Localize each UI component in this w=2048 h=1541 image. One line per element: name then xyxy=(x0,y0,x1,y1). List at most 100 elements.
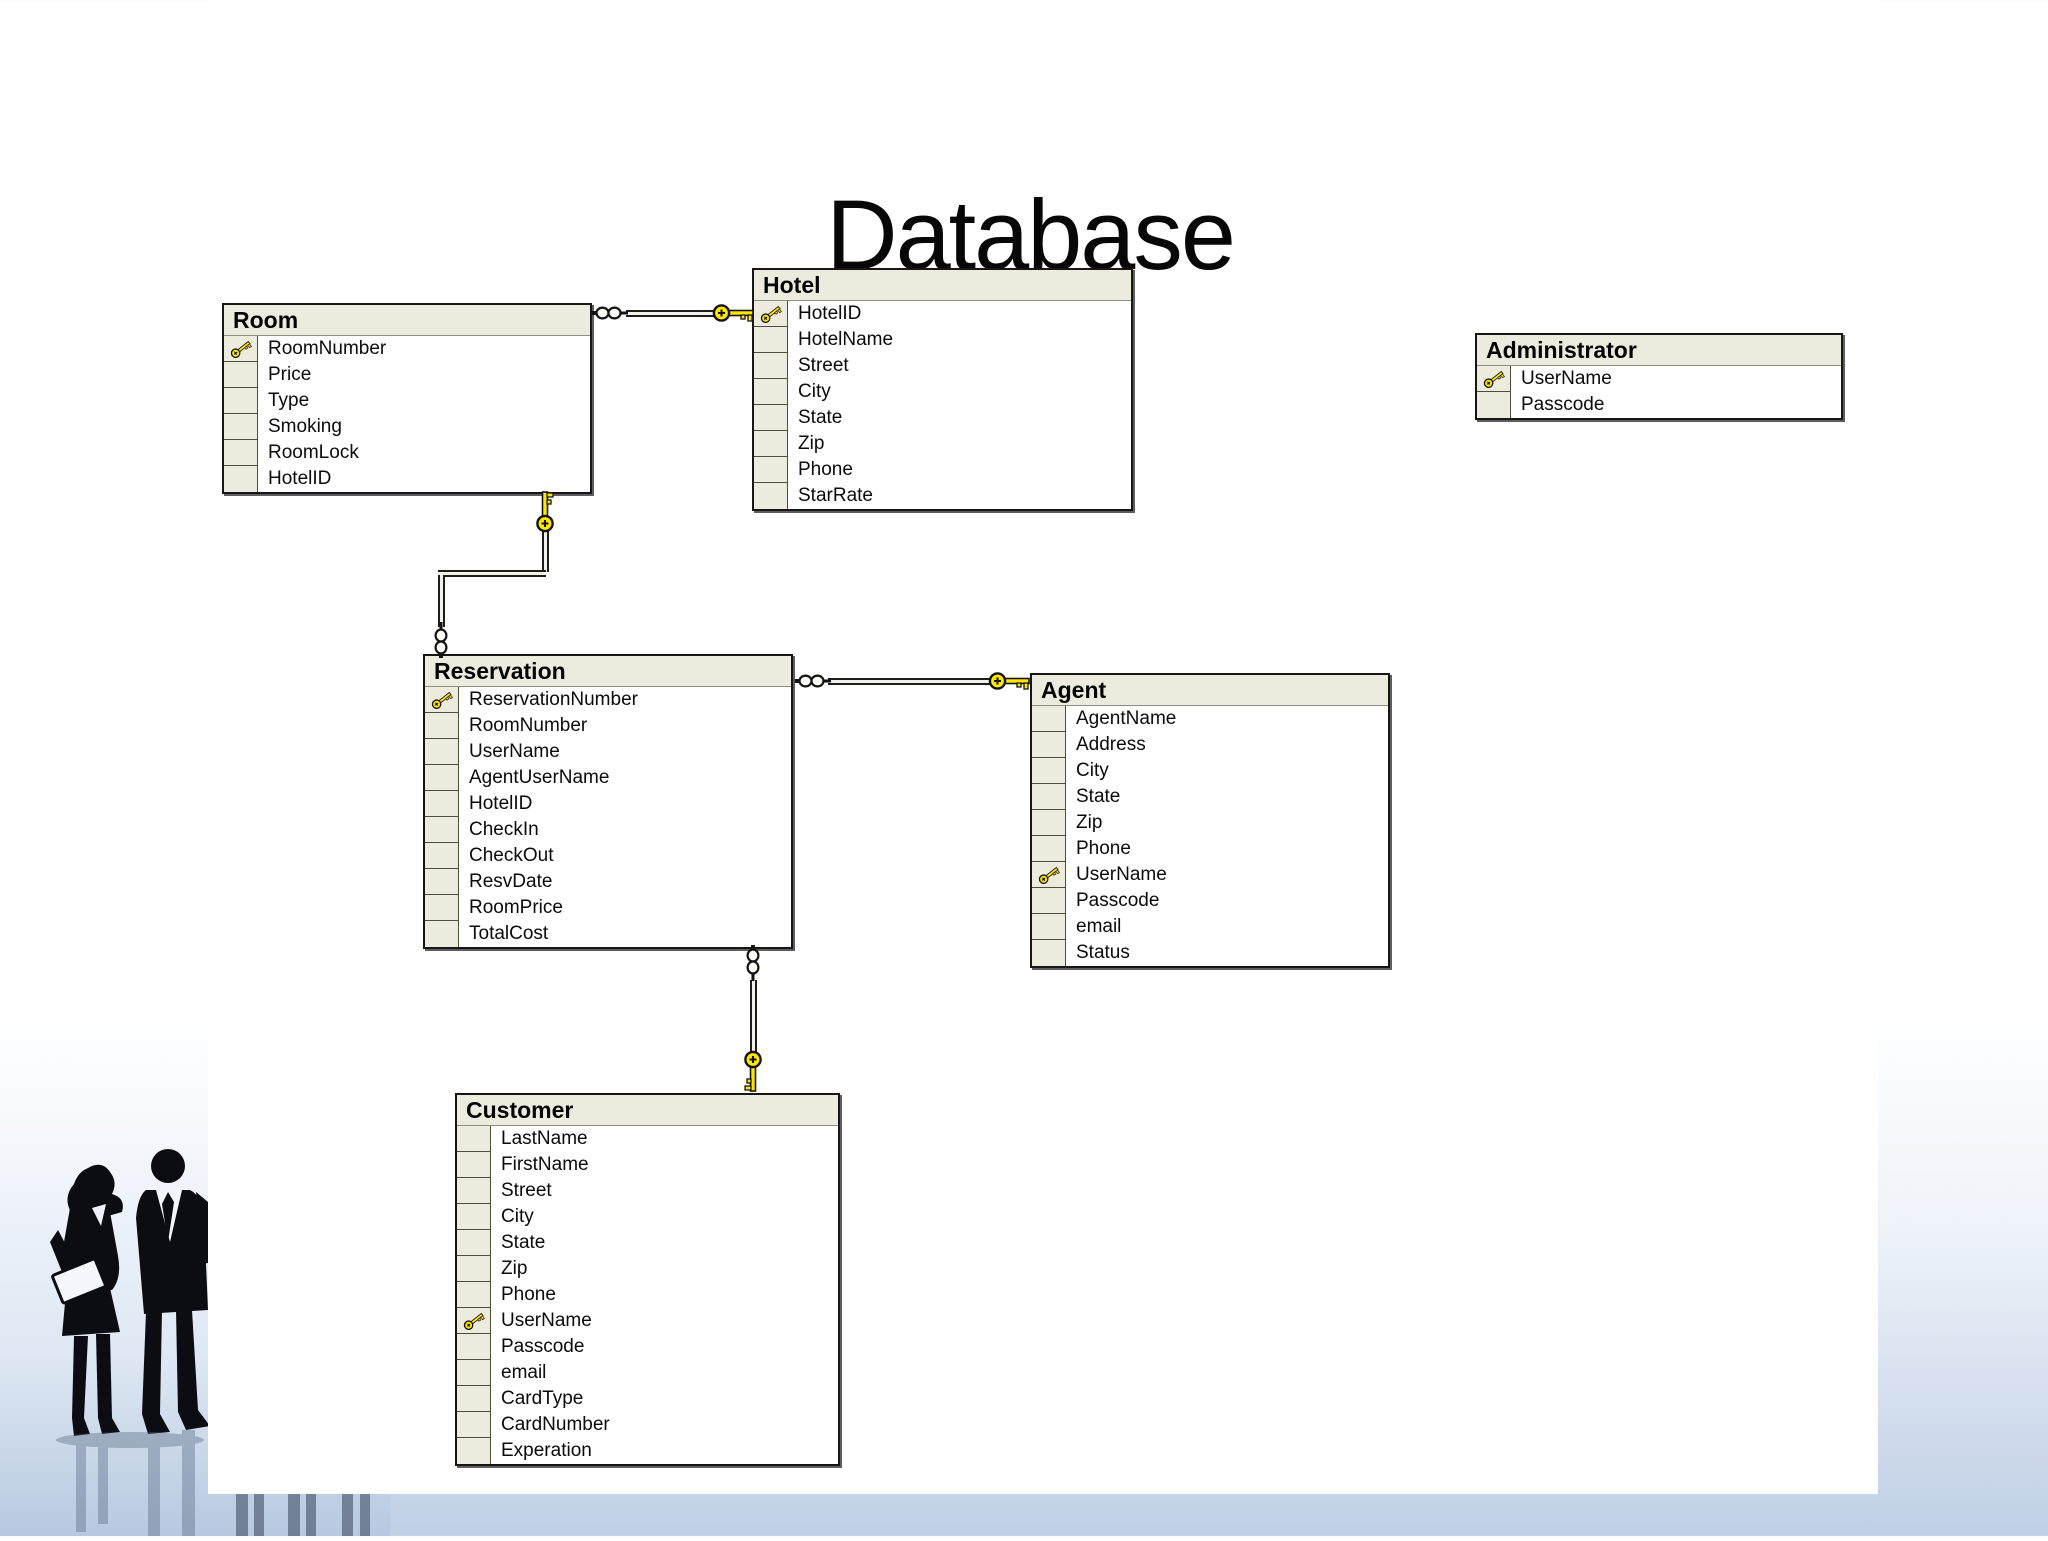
field-key-cell xyxy=(754,431,788,457)
field-name: State xyxy=(1076,786,1121,807)
field-key-cell xyxy=(457,1334,491,1360)
field-name: Smoking xyxy=(268,416,342,437)
many-cardinality-icon xyxy=(745,945,761,981)
field-name: State xyxy=(501,1232,546,1253)
field-name: UserName xyxy=(501,1310,592,1331)
field-key-cell xyxy=(457,1386,491,1412)
primary-key-icon xyxy=(425,687,459,713)
table-field-row: City xyxy=(754,379,1131,405)
table-field-row: Smoking xyxy=(224,414,590,440)
field-name: Status xyxy=(1076,942,1130,963)
field-key-cell xyxy=(754,327,788,353)
field-key-cell xyxy=(754,483,788,509)
field-name: City xyxy=(798,381,831,402)
field-key-cell xyxy=(1032,706,1066,732)
field-name: FirstName xyxy=(501,1154,589,1175)
table-field-row: Phone xyxy=(1032,836,1388,862)
key-cardinality-icon xyxy=(988,670,1032,692)
field-key-cell xyxy=(425,869,459,895)
primary-key-icon xyxy=(1032,862,1066,888)
field-key-cell xyxy=(425,765,459,791)
entity-table-title: Hotel xyxy=(754,270,1131,301)
field-name: State xyxy=(798,407,843,428)
field-key-cell xyxy=(457,1256,491,1282)
field-name: HotelName xyxy=(798,329,894,350)
table-field-row: TotalCost xyxy=(425,921,791,947)
field-name: CardType xyxy=(501,1388,584,1409)
field-name: email xyxy=(501,1362,547,1383)
table-field-row: Zip xyxy=(457,1256,838,1282)
key-cardinality-icon xyxy=(712,302,756,324)
field-name: Phone xyxy=(501,1284,556,1305)
field-key-cell xyxy=(224,466,258,492)
field-name: Zip xyxy=(501,1258,528,1279)
field-key-cell xyxy=(457,1204,491,1230)
entity-table-title: Administrator xyxy=(1477,335,1841,366)
field-key-cell xyxy=(754,457,788,483)
entity-table-title: Customer xyxy=(457,1095,838,1126)
table-field-row: Experation xyxy=(457,1438,838,1464)
table-field-row: Phone xyxy=(457,1282,838,1308)
field-name: ReservationNumber xyxy=(469,689,638,710)
field-name: AgentUserName xyxy=(469,767,610,788)
field-key-cell xyxy=(1032,914,1066,940)
table-field-row: Zip xyxy=(1032,810,1388,836)
relation-line xyxy=(828,678,994,685)
field-key-cell xyxy=(425,791,459,817)
table-field-row: RoomPrice xyxy=(425,895,791,921)
field-name: HotelID xyxy=(268,468,332,489)
field-key-cell xyxy=(457,1412,491,1438)
field-key-cell xyxy=(425,895,459,921)
field-name: LastName xyxy=(501,1128,588,1149)
field-key-cell xyxy=(1032,784,1066,810)
table-field-row: FirstName xyxy=(457,1152,838,1178)
table-field-row: UserName xyxy=(457,1308,838,1334)
field-key-cell xyxy=(1032,940,1066,966)
table-field-row: CheckOut xyxy=(425,843,791,869)
field-key-cell xyxy=(457,1230,491,1256)
table-field-row: State xyxy=(754,405,1131,431)
table-field-row: RoomNumber xyxy=(224,336,590,362)
field-name: Passcode xyxy=(1076,890,1160,911)
table-field-row: ReservationNumber xyxy=(425,687,791,713)
field-key-cell xyxy=(224,414,258,440)
primary-key-icon xyxy=(754,301,788,327)
field-name: Passcode xyxy=(501,1336,585,1357)
field-key-cell xyxy=(425,843,459,869)
field-key-cell xyxy=(1477,392,1511,418)
field-name: TotalCost xyxy=(469,923,549,944)
field-name: email xyxy=(1076,916,1122,937)
table-field-row: HotelID xyxy=(754,301,1131,327)
field-key-cell xyxy=(1032,888,1066,914)
field-name: Street xyxy=(501,1180,552,1201)
primary-key-icon xyxy=(1477,366,1511,392)
field-name: Street xyxy=(798,355,849,376)
field-name: AgentName xyxy=(1076,708,1177,729)
table-field-row: Status xyxy=(1032,940,1388,966)
table-field-row: StarRate xyxy=(754,483,1131,509)
field-key-cell xyxy=(457,1282,491,1308)
field-key-cell xyxy=(425,739,459,765)
relation-line xyxy=(438,570,546,577)
field-name: Passcode xyxy=(1521,394,1605,415)
entity-table-title: Agent xyxy=(1032,675,1388,706)
field-key-cell xyxy=(1032,758,1066,784)
table-field-row: Street xyxy=(457,1178,838,1204)
table-field-row: Street xyxy=(754,353,1131,379)
field-name: Phone xyxy=(1076,838,1131,859)
table-field-row: City xyxy=(1032,758,1388,784)
primary-key-icon xyxy=(457,1308,491,1334)
table-field-row: RoomNumber xyxy=(425,713,791,739)
field-key-cell xyxy=(457,1152,491,1178)
